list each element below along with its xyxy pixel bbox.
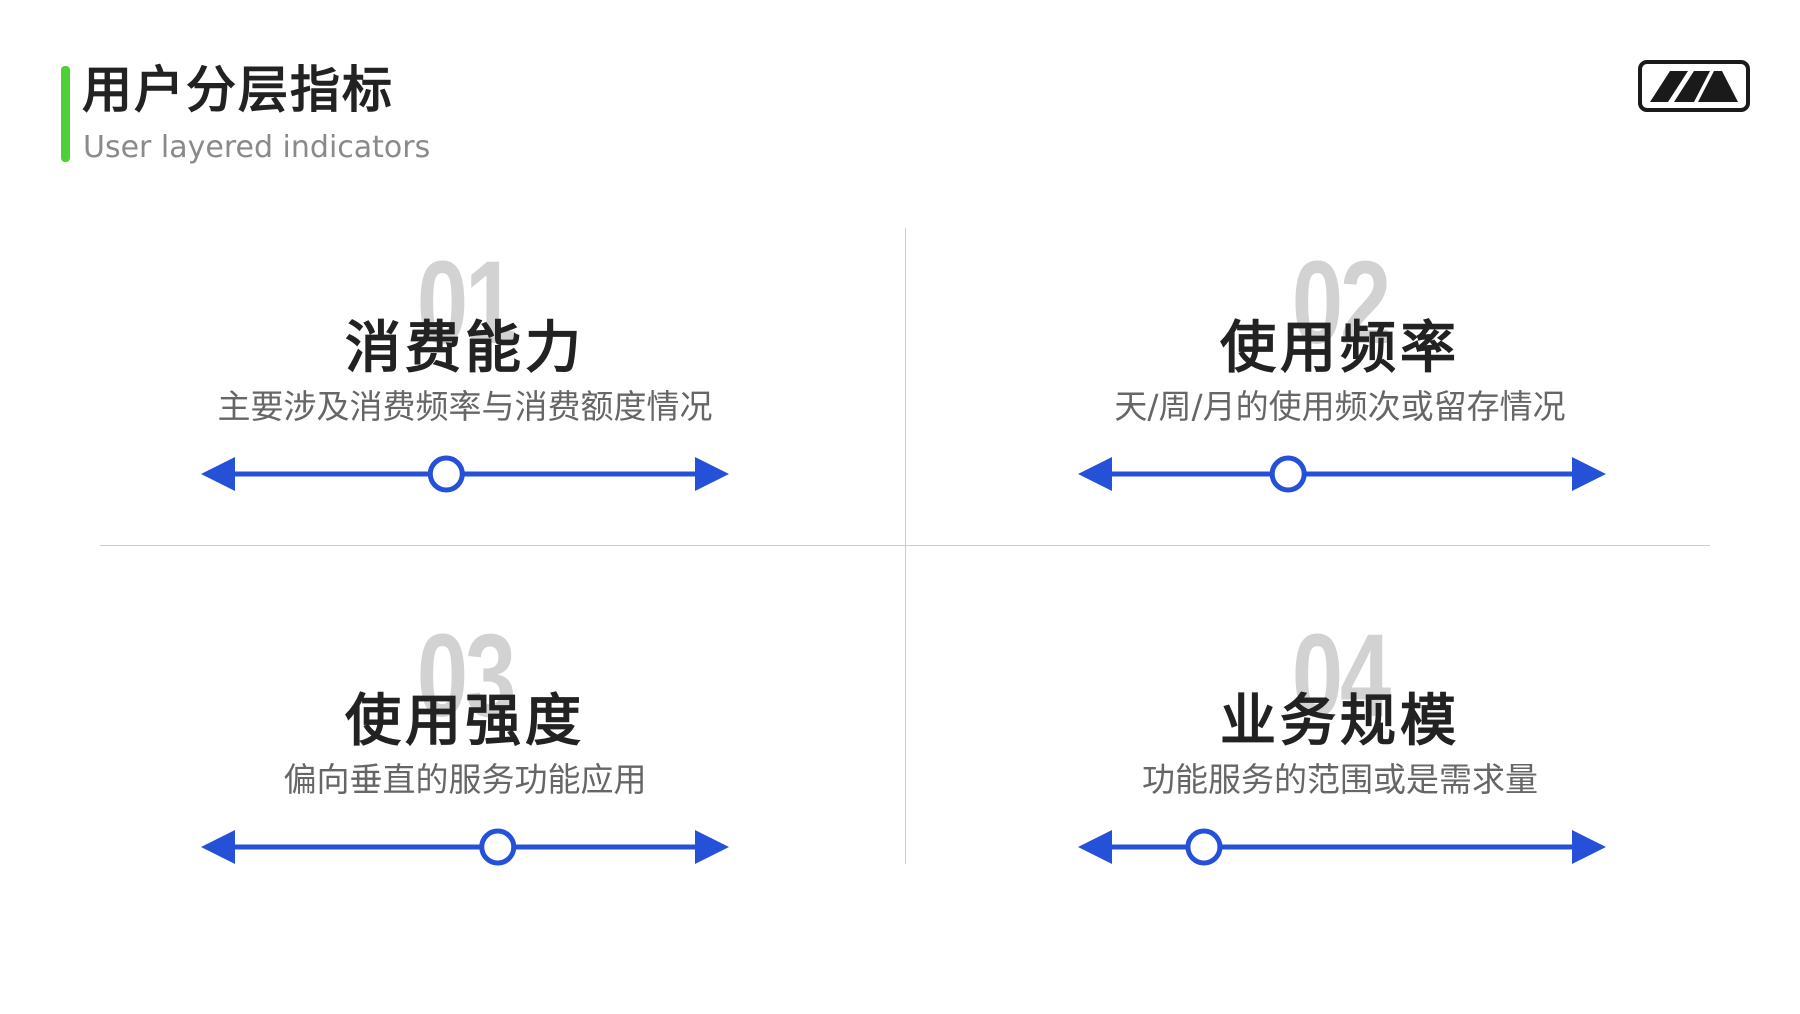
slider-handle	[479, 828, 517, 866]
quadrant-number: 03	[416, 610, 516, 742]
quadrant-number: 01	[416, 237, 516, 369]
quadrant-description: 主要涉及消费频率与消费额度情况	[217, 387, 713, 426]
double-arrow-slider[interactable]	[201, 454, 737, 494]
quadrant-title: 使用强度	[345, 689, 585, 754]
arrow-left-icon	[201, 457, 235, 491]
arrow-left-icon	[1078, 830, 1112, 864]
double-arrow-slider[interactable]	[1078, 454, 1614, 494]
quadrant-description: 偏向垂直的服务功能应用	[283, 760, 647, 799]
quadrant-usage-frequency: 02 使用频率 天/周/月的使用频次或留存情况	[1040, 233, 1640, 533]
arrow-right-icon	[1572, 830, 1606, 864]
arrow-right-icon	[695, 830, 729, 864]
page-subtitle: User layered indicators	[83, 130, 431, 165]
arrow-right-icon	[695, 457, 729, 491]
quadrant-title: 使用频率	[1220, 316, 1460, 381]
quadrant-title: 消费能力	[345, 316, 585, 381]
double-arrow-slider[interactable]	[1078, 827, 1614, 867]
slider-handle	[427, 455, 465, 493]
vertical-divider	[905, 228, 906, 864]
quadrant-number: 02	[1291, 237, 1391, 369]
quadrant-title: 业务规模	[1220, 689, 1460, 754]
quadrant-consumption-capacity: 01 消费能力 主要涉及消费频率与消费额度情况	[165, 233, 765, 533]
slider-handle	[1185, 828, 1223, 866]
double-arrow-slider[interactable]	[201, 827, 737, 867]
quadrant-usage-intensity: 03 使用强度 偏向垂直的服务功能应用	[165, 606, 765, 906]
horizontal-divider	[100, 545, 1710, 546]
arrow-left-icon	[1078, 457, 1112, 491]
mountain-logo-icon	[1638, 60, 1750, 116]
arrow-right-icon	[1572, 457, 1606, 491]
quadrant-number: 04	[1291, 610, 1391, 742]
page-title: 用户分层指标	[82, 61, 394, 119]
quadrant-description: 功能服务的范围或是需求量	[1142, 760, 1538, 799]
quadrant-business-scale: 04 业务规模 功能服务的范围或是需求量	[1040, 606, 1640, 906]
quadrant-description: 天/周/月的使用频次或留存情况	[1114, 387, 1566, 426]
arrow-left-icon	[201, 830, 235, 864]
slider-handle	[1269, 455, 1307, 493]
title-accent-bar	[61, 66, 70, 162]
